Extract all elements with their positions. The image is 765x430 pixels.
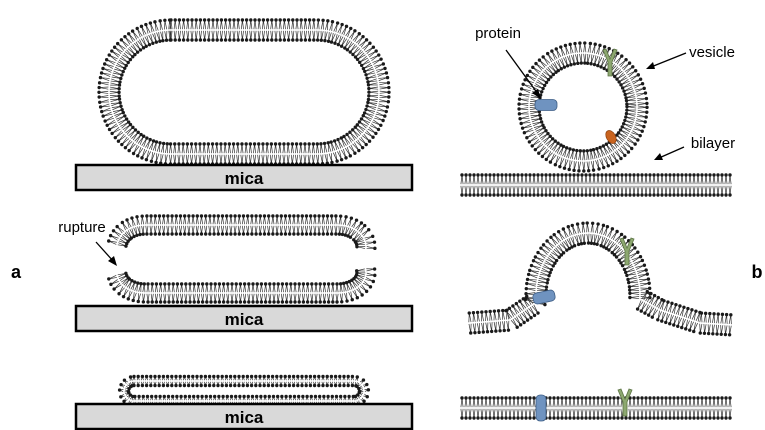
panel-label-b: b — [752, 262, 763, 282]
rupturing-vesicle: mica rupture — [58, 214, 412, 331]
vesicle-on-mica: mica — [76, 18, 412, 190]
arched-bilayer — [468, 221, 733, 336]
bilayer-label: bilayer — [691, 135, 735, 152]
supported-bilayer: mica — [76, 375, 412, 429]
proteoliposome — [517, 41, 648, 172]
vesicle-label: vesicle — [689, 44, 735, 61]
panel-a: mica mica rupture mica a — [11, 18, 412, 429]
rupture-label: rupture — [58, 219, 106, 236]
mica-label-middle: mica — [225, 310, 264, 329]
fusing-membrane — [468, 221, 733, 336]
bilayer-arrow — [659, 147, 684, 158]
ruptured-bilayer — [107, 214, 377, 303]
flat-fused-bilayer — [460, 396, 731, 419]
target-bilayer — [460, 173, 731, 196]
vesicle-arrow — [651, 53, 686, 67]
mica-label-top: mica — [225, 169, 264, 188]
flat-bilayer — [118, 375, 370, 407]
panel-label-a: a — [11, 262, 22, 282]
flat-target-bilayer — [460, 173, 731, 196]
vesicle-arrowhead — [646, 62, 655, 69]
mica-label-bottom: mica — [225, 408, 264, 427]
protein-label: protein — [475, 25, 521, 42]
vesicle-bilayer — [97, 18, 390, 165]
panel-b: protein vesicle bilayer b — [460, 25, 762, 421]
fused-bilayer — [460, 389, 731, 421]
